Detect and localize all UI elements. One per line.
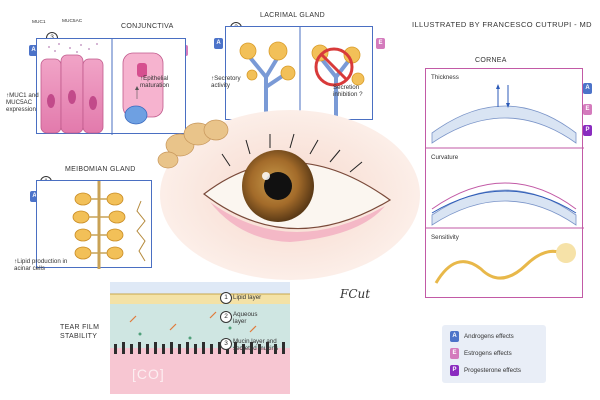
conjunctiva-panel (36, 38, 186, 135)
androgens-badge: A (214, 38, 223, 49)
lacrimal-gland-title: LACRIMAL GLAND (260, 12, 326, 19)
muc-expression-note: ↑MUC1 and MUC5AC expression (6, 92, 39, 113)
conjunctiva-cells-illustration (40, 39, 164, 135)
legend-progesterone-label: Progesterone effects (464, 367, 521, 374)
lacrimal-gland-panel (225, 26, 373, 123)
sensitivity-label: Sensitivity (431, 234, 459, 241)
conjunctiva-title: CONJUNCTIVA (121, 23, 174, 30)
layer-1-marker: 1 (220, 292, 232, 304)
meibomian-gland-title: MEIBOMIAN GLAND (65, 166, 136, 173)
legend: A Androgens effects E Estrogens effects … (442, 325, 546, 383)
secretion-inhibition-note: Secretion inhibition ? (333, 84, 363, 98)
androgens-badge: A (30, 191, 39, 202)
layer-3-marker: 3 (220, 338, 232, 350)
legend-progesterone-badge: P (450, 365, 459, 376)
curvature-label: Curvature (431, 154, 459, 161)
legend-estrogens-label: Estrogens effects (464, 350, 512, 357)
androgens-badge: A (29, 45, 38, 56)
legend-androgens-badge: A (450, 331, 459, 342)
illustrator-credit: ILLUSTRATED BY FRANCESCO CUTRUPI - MD (412, 20, 592, 29)
lipid-layer-label: Lipid layer (233, 294, 262, 301)
cornea-title: CORNEA (475, 57, 507, 64)
tear-film-illustration (110, 293, 290, 394)
secretory-activity-note: ↑Secretory activity (211, 75, 241, 89)
eye-illustration (157, 110, 420, 280)
layer-2-marker: 2 (220, 311, 232, 323)
cornea-illustration (426, 84, 584, 284)
tear-film-panel: [CO] (110, 282, 290, 394)
thickness-label: Thickness (431, 74, 459, 81)
watermark: [CO] (132, 366, 165, 382)
progesterone-badge: P (583, 125, 592, 136)
legend-androgens-label: Androgens effects (464, 333, 514, 340)
aqueous-layer-label: Aqueous layer (233, 311, 258, 325)
estrogens-badge: E (583, 104, 592, 115)
estrogens-badge: E (376, 38, 385, 49)
mucin-layer-label: Mucin layer and secreted mucins (233, 338, 279, 352)
lipid-production-note: ↑Lipid production in acinar cells (14, 258, 68, 272)
artist-signature: FCut (340, 287, 371, 301)
tear-film-title: TEAR FILM STABILITY (60, 324, 100, 340)
gene-muc1-label: MUC1 (32, 20, 46, 25)
prohibition-icon (314, 47, 354, 87)
lacrimal-gland-illustration (239, 27, 365, 123)
nerve-illustration (434, 243, 576, 284)
gene-muc5ac-label: MUC5AC (62, 19, 83, 24)
meibomian-gland-panel (36, 180, 152, 269)
androgens-badge: A (583, 83, 592, 94)
legend-estrogens-badge: E (450, 348, 459, 359)
cornea-panel: Thickness Curvature Sensitivity (425, 68, 584, 298)
meibomian-gland-illustration (72, 181, 146, 269)
epithelial-maturation-note: ↑Epithelial maturation (140, 75, 170, 89)
